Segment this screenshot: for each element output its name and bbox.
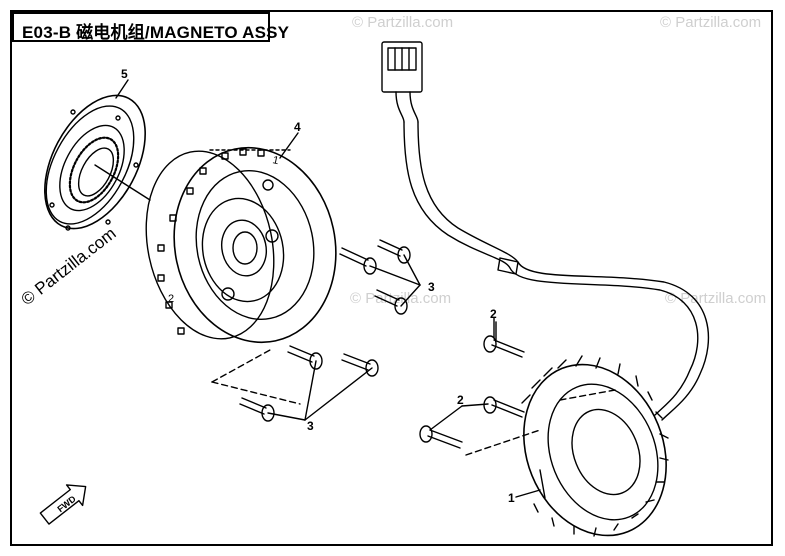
leader-5 bbox=[115, 79, 129, 99]
page-title: E03-B 磁电机组/MAGNETO ASSY bbox=[22, 23, 290, 42]
callout-3-upper: 3 bbox=[428, 280, 435, 294]
title-box: E03-B 磁电机组/MAGNETO ASSY bbox=[12, 12, 289, 42]
fwd-arrow-icon bbox=[39, 484, 87, 525]
flywheel-mark-2: 2 bbox=[168, 293, 174, 305]
flywheel-bolts bbox=[211, 239, 421, 422]
flywheel-rotor-part bbox=[94, 146, 337, 344]
diagram-frame bbox=[10, 10, 773, 546]
callout-3-lower: 3 bbox=[307, 419, 314, 433]
callout-2-upper: 2 bbox=[490, 307, 497, 321]
wire-harness bbox=[381, 41, 710, 421]
watermark-top-center: © Partzilla.com bbox=[352, 14, 454, 31]
callout-2-lower: 2 bbox=[457, 393, 464, 407]
leader-1 bbox=[515, 489, 541, 498]
callout-4: 4 bbox=[294, 120, 301, 134]
flywheel-mark-1: 1 bbox=[271, 154, 279, 167]
starter-clutch-part bbox=[44, 94, 146, 231]
stator-part bbox=[521, 355, 669, 537]
leader-4 bbox=[279, 132, 299, 159]
fwd-label: FWD bbox=[55, 493, 78, 514]
callout-5: 5 bbox=[121, 67, 128, 81]
watermark-top-right: © Partzilla.com bbox=[660, 14, 762, 31]
callout-1: 1 bbox=[508, 491, 515, 505]
stator-bolts bbox=[419, 317, 616, 456]
